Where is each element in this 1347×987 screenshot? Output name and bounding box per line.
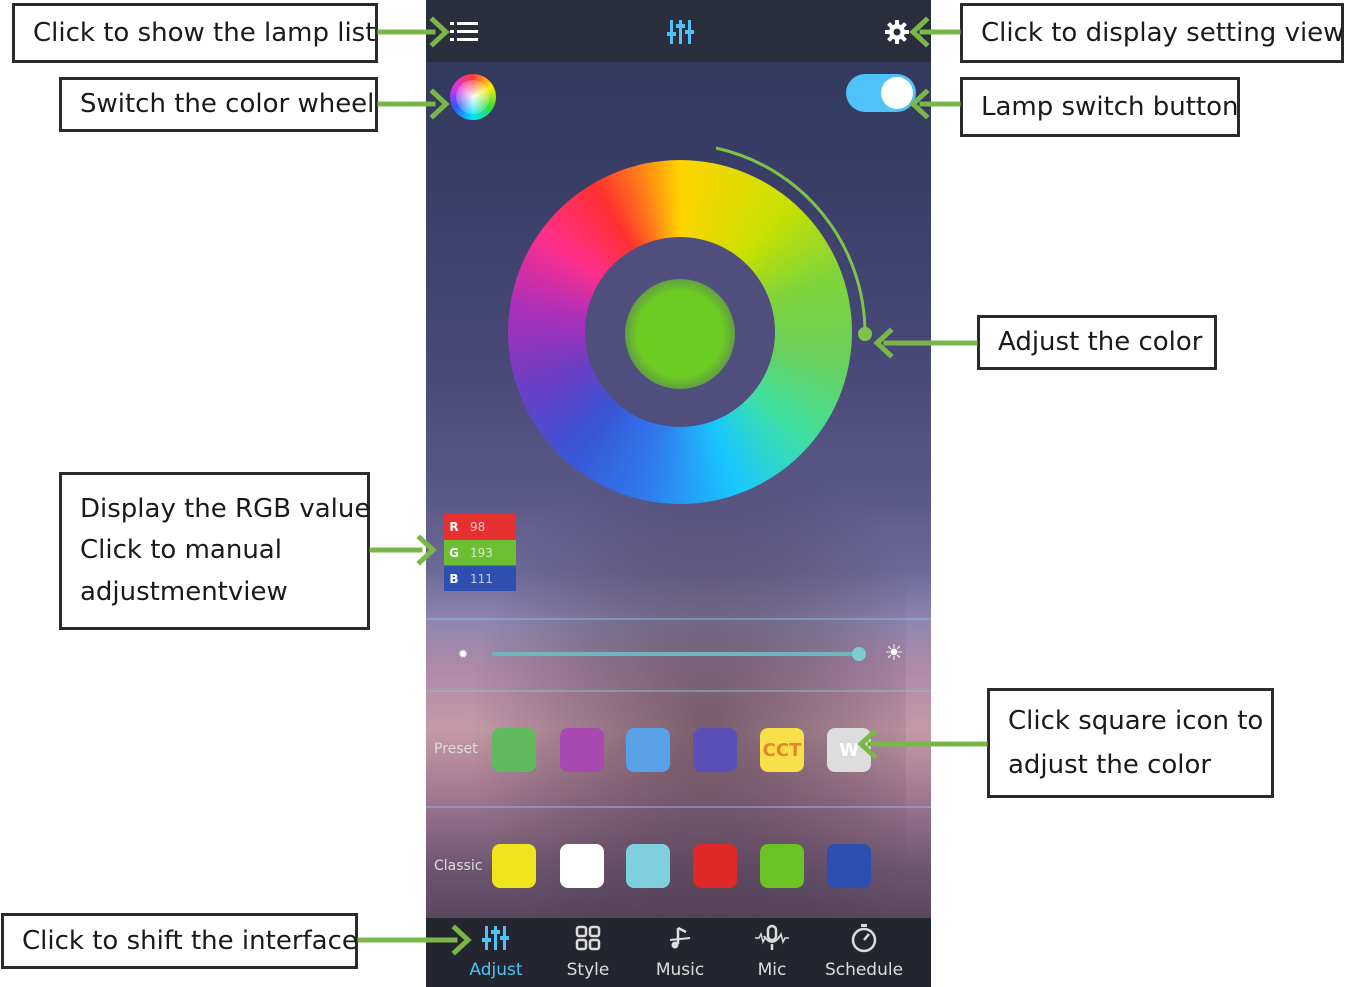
callout-text: Click to shift the interface <box>22 925 358 956</box>
brightness-slider[interactable] <box>492 652 866 656</box>
sliders-icon <box>481 918 511 958</box>
callout-text: adjustmentview <box>80 576 288 607</box>
callout-lamp-switch: Lamp switch button <box>960 77 1240 137</box>
classic-swatch[interactable] <box>492 844 536 888</box>
arrow-head <box>451 924 472 956</box>
preset-label: Preset <box>434 741 478 757</box>
callout-square-icon: Click square icon to adjust the color <box>987 688 1274 798</box>
rgb-row-red[interactable]: R 98 <box>444 514 516 539</box>
rgb-value-panel[interactable]: R 98 G 193 B 111 <box>444 514 516 592</box>
arrow-head <box>429 88 450 120</box>
sliders-icon <box>664 16 698 48</box>
rgb-b-label: B <box>449 571 459 586</box>
callout-text: Click to manual <box>80 535 282 566</box>
classic-swatch[interactable] <box>560 844 604 888</box>
preset-swatch[interactable] <box>492 728 536 772</box>
callout-setting-view: Click to display setting view <box>960 3 1344 63</box>
divider <box>426 806 931 808</box>
brightness-slider-thumb[interactable] <box>851 647 866 661</box>
nav-tab-music[interactable]: Music <box>634 918 726 987</box>
preset-swatch[interactable] <box>626 728 670 772</box>
callout-adjust-color: Adjust the color <box>977 315 1217 370</box>
arrow-head <box>909 16 930 48</box>
ring-arc-track <box>715 146 867 334</box>
callout-text: Click to show the lamp list <box>33 17 376 48</box>
swatch-label: W <box>839 739 859 761</box>
callout-rgb-value: Display the RGB value Click to manual ad… <box>59 472 370 630</box>
preset-swatch[interactable] <box>560 728 604 772</box>
callout-shift-interface: Click to shift the interface <box>1 913 358 969</box>
callout-text: adjust the color <box>1008 750 1212 780</box>
arrow-head <box>857 728 878 760</box>
arrow-head <box>429 16 450 48</box>
preset-swatch[interactable] <box>693 728 737 772</box>
grid-icon <box>575 918 601 958</box>
rgb-b-value: 111 <box>470 571 493 586</box>
rgb-r-value: 98 <box>470 519 486 534</box>
nav-tab-label: Music <box>655 960 705 980</box>
toggle-knob <box>881 77 913 109</box>
classic-swatch[interactable] <box>760 844 804 888</box>
classic-swatch[interactable] <box>827 844 871 888</box>
list-icon[interactable] <box>448 16 480 48</box>
rgb-g-value: 193 <box>470 545 493 560</box>
classic-swatch[interactable] <box>693 844 737 888</box>
rgb-row-green[interactable]: G 193 <box>444 540 516 565</box>
callout-text: Click square icon to <box>1008 705 1264 736</box>
arrow-head <box>873 327 894 359</box>
callout-text: Lamp switch button <box>981 91 1239 122</box>
divider <box>426 618 931 620</box>
lamp-switch-toggle[interactable] <box>846 74 916 112</box>
classic-label: Classic <box>434 858 483 874</box>
color-wheel-icon[interactable] <box>450 74 496 120</box>
sun-small-icon: ✹ <box>457 647 469 661</box>
nav-tab-label: Adjust <box>469 960 523 980</box>
preset-swatch[interactable]: CCT <box>760 728 804 772</box>
rgb-row-blue[interactable]: B 111 <box>444 566 516 591</box>
callout-text: Switch the color wheel <box>80 89 375 120</box>
preset-swatch[interactable]: W <box>827 728 871 772</box>
app-screen: R 98 G 193 B 111 ✹ ☀ Preset CCT W Classic… <box>426 0 931 987</box>
gear-icon[interactable] <box>881 16 913 48</box>
music-note-icon <box>666 918 694 958</box>
arrow-head <box>909 88 930 120</box>
callout-lamp-list: Click to show the lamp list <box>12 3 378 63</box>
timer-icon <box>850 918 878 958</box>
microphone-icon <box>754 918 790 958</box>
selected-color-preview <box>625 279 735 389</box>
arrow-head <box>416 534 437 566</box>
nav-tab-style[interactable]: Style <box>542 918 634 987</box>
rgb-r-label: R <box>449 519 459 534</box>
color-adjust-handle[interactable] <box>858 327 872 341</box>
nav-tab-adjust[interactable]: Adjust <box>450 918 542 987</box>
callout-text: Display the RGB value <box>80 493 371 524</box>
swatch-label: CCT <box>762 739 802 761</box>
nav-tab-schedule[interactable]: Schedule <box>818 918 910 987</box>
top-bar <box>426 0 931 62</box>
callout-color-wheel: Switch the color wheel <box>59 77 378 132</box>
nav-tab-mic[interactable]: Mic <box>726 918 818 987</box>
nav-tab-label: Style <box>566 960 610 980</box>
nav-tab-label: Mic <box>757 960 787 980</box>
divider <box>426 690 931 692</box>
callout-text: Adjust the color <box>998 327 1203 358</box>
background-mountain <box>466 440 906 920</box>
classic-swatch[interactable] <box>626 844 670 888</box>
callout-text: Click to display setting view <box>981 17 1345 48</box>
rgb-g-label: G <box>449 545 459 560</box>
sun-large-icon: ☀ <box>884 641 904 666</box>
nav-tab-label: Schedule <box>824 960 904 980</box>
